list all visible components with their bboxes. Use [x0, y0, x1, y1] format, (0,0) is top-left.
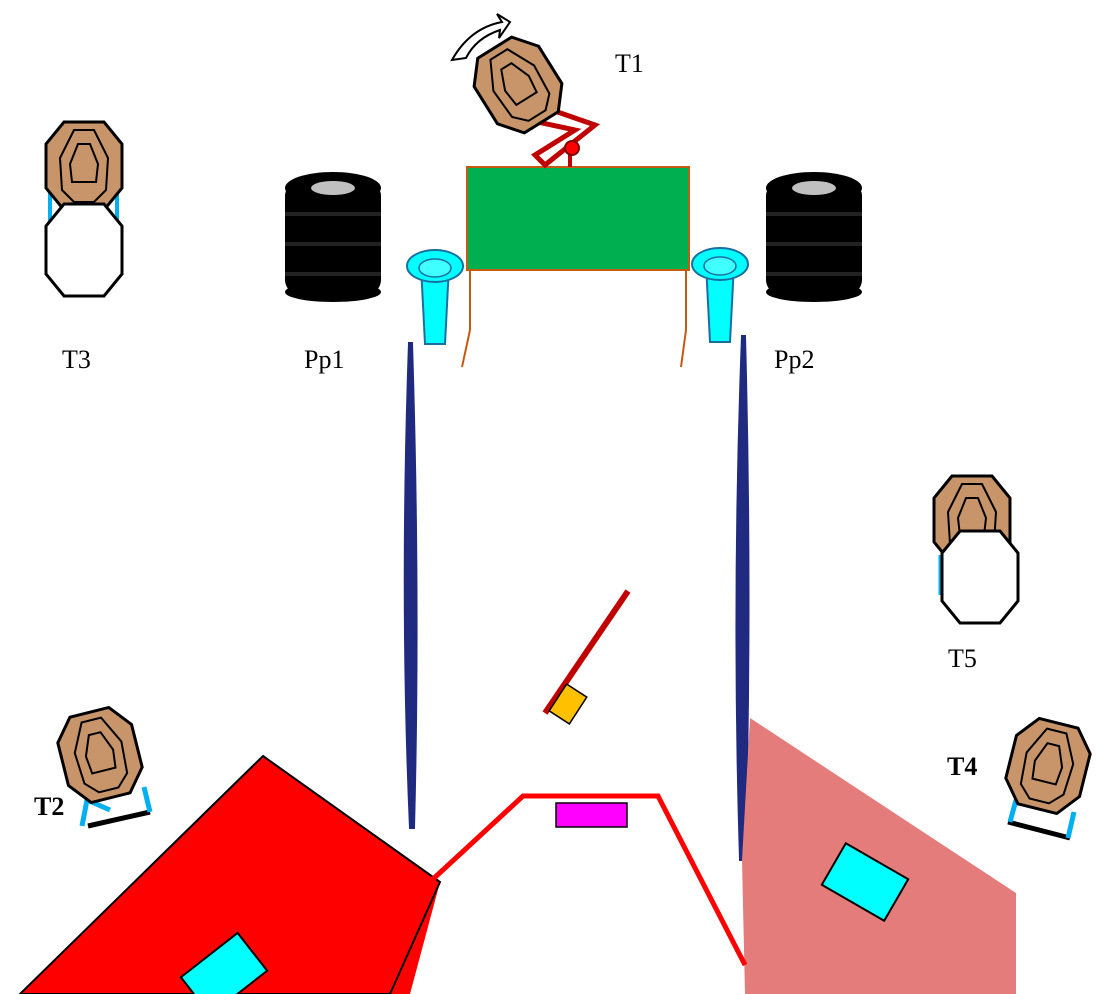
tire-stack-icon-pp1: [285, 172, 381, 302]
green-panel: [461, 166, 690, 368]
t4-target-group: [998, 712, 1096, 841]
label-t2: T2: [34, 792, 64, 821]
table: [548, 683, 588, 725]
cyan-box-right: [820, 841, 910, 923]
barrel-icon-left: [406, 249, 464, 345]
barrel-icon-right: [691, 247, 749, 343]
no-shoot-icon: [940, 529, 1020, 625]
label-pp1: Pp1: [304, 345, 344, 374]
label-t4: T4: [947, 752, 977, 781]
t1-swinger: [450, 13, 601, 169]
label-t5: T5: [948, 644, 977, 673]
t3-target-group: [44, 120, 124, 298]
label-t1: T1: [615, 49, 644, 78]
no-shoot-icon: [44, 202, 124, 298]
t5-target-group: [932, 474, 1020, 625]
plank: [542, 589, 631, 715]
label-t3: T3: [62, 345, 91, 374]
target-icon: [50, 701, 150, 809]
magenta-box: [555, 802, 628, 828]
t2-target-group: [50, 701, 153, 829]
cyan-box-left: [179, 931, 269, 994]
fault-line: [430, 793, 748, 967]
pink-shooting-area: [742, 718, 1016, 994]
label-pp2: Pp2: [774, 345, 814, 374]
rotate-arrow-icon: [450, 13, 512, 62]
left-wall: [403, 342, 418, 829]
target-icon: [44, 120, 124, 212]
tire-stack-icon-pp2: [766, 172, 862, 302]
